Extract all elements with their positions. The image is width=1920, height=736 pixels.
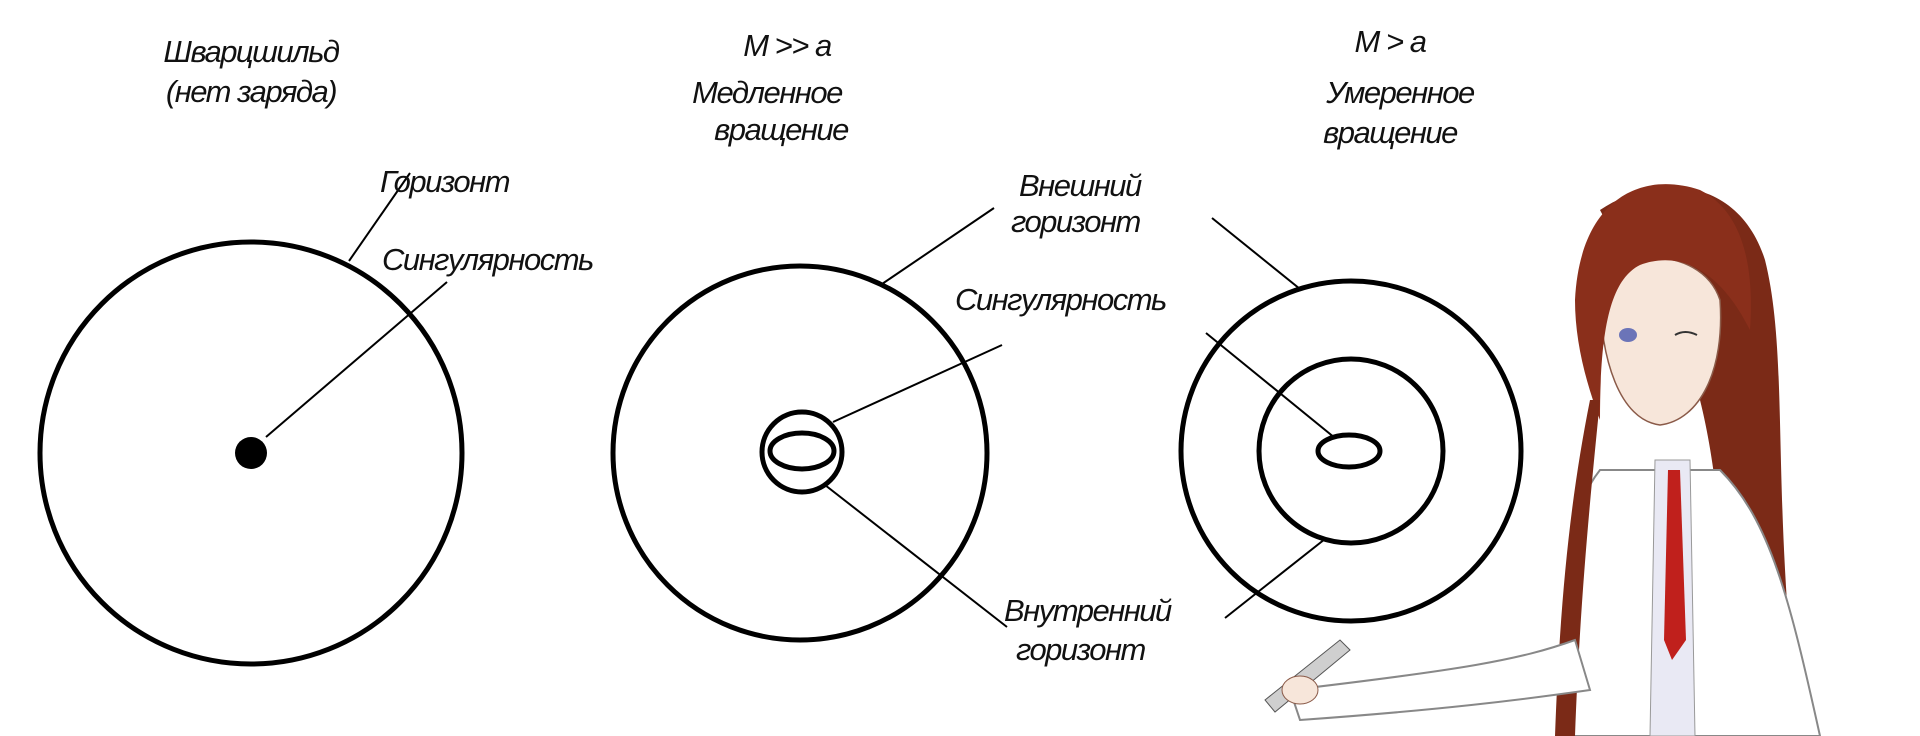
hand <box>1281 675 1319 705</box>
ring-singularity <box>767 430 837 472</box>
horizon-leader <box>348 172 411 262</box>
singularity-label: Сингулярность <box>955 282 1166 317</box>
outer-horizon-label-1: Внешний <box>1019 168 1142 203</box>
title-line-3: вращение <box>714 112 849 147</box>
outer-horizon-label-2: горизонт <box>1011 204 1141 239</box>
outer-horizon-leader-right <box>1211 217 1301 290</box>
character-illustration <box>1264 184 1822 736</box>
inner-horizon-circle <box>1256 356 1446 546</box>
eye <box>1619 328 1637 342</box>
shared-labels: Внешний горизонт Сингулярность Внутренни… <box>824 168 1336 667</box>
singularity-label: Сингулярность <box>382 242 593 277</box>
horizon-circle <box>37 239 465 667</box>
inner-horizon-leader-right <box>1224 538 1326 619</box>
title-line-1: M >> a <box>743 28 832 63</box>
title-line-2: Умеренное <box>1325 75 1475 110</box>
title-line-1: M > a <box>1355 24 1427 59</box>
moderate-rotation-diagram: M > a Умеренное вращение <box>1178 24 1524 624</box>
title-line-2: (нет заряда) <box>166 74 336 109</box>
outer-horizon-leader-left <box>881 207 995 285</box>
horizon-label: Горизонт <box>380 164 510 199</box>
closed-eye <box>1674 331 1698 336</box>
singularity-dot <box>235 437 267 469</box>
title-line-3: вращение <box>1323 115 1458 150</box>
title-line-1: Шварцшильд <box>163 34 339 69</box>
outer-horizon-circle <box>610 263 990 643</box>
title-line-2: Медленное <box>692 75 843 110</box>
inner-horizon-label-2: горизонт <box>1016 632 1146 667</box>
ring-singularity <box>1315 432 1383 470</box>
slow-rotation-diagram: M >> a Медленное вращение <box>610 28 990 643</box>
singularity-leader-left <box>832 344 1003 423</box>
schwarzschild-diagram: Шварцшильд (нет заряда) Горизонт Сингуля… <box>37 34 595 667</box>
tie <box>1664 470 1686 660</box>
arm <box>1288 638 1592 722</box>
outer-horizon-circle <box>1178 278 1524 624</box>
inner-horizon-leader-left <box>824 484 1008 628</box>
hair-front <box>1575 184 1751 420</box>
inner-horizon-circle <box>759 409 845 495</box>
singularity-leader-right <box>1205 332 1336 439</box>
singularity-leader <box>265 281 448 438</box>
inner-horizon-label-1: Внутренний <box>1004 593 1172 628</box>
